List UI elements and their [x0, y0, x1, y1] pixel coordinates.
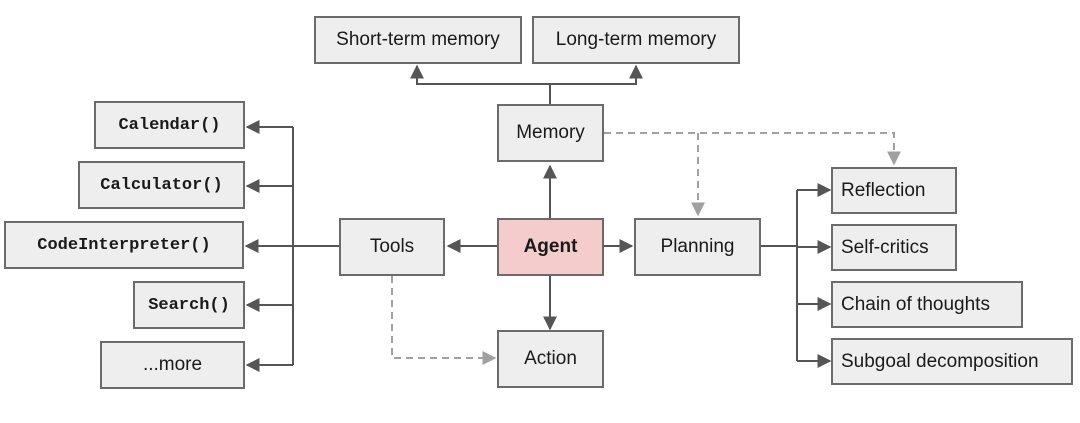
planning-bus-line	[761, 190, 798, 361]
tool-calendar-label: Calendar()	[118, 115, 221, 135]
tools-bus-line	[292, 127, 340, 365]
tool-calculator-label: Calculator()	[100, 175, 223, 195]
memory-to-long-term-arrow	[549, 64, 643, 104]
tool-more-box: ...more	[100, 341, 245, 389]
tool-calculator-box: Calculator()	[78, 161, 245, 209]
planning-box: Planning	[634, 218, 761, 276]
tool-search-box: Search()	[133, 281, 245, 329]
plan-reflection-box: Reflection	[831, 167, 957, 214]
tool-more-label: ...more	[142, 354, 203, 375]
tool-code-interpreter-label: CodeInterpreter()	[37, 235, 211, 255]
tool-code-interpreter-box: CodeInterpreter()	[4, 221, 244, 269]
tools-box: Tools	[339, 218, 445, 276]
tools-to-action-dashed-arrow	[391, 276, 497, 365]
short-term-memory-box: Short-term memory	[314, 16, 522, 64]
agent-label: Agent	[523, 236, 578, 257]
memory-box: Memory	[497, 104, 604, 162]
memory-to-reflection-dashed-arrow	[604, 132, 901, 166]
plan-reflection-label: Reflection	[841, 179, 926, 201]
tool-search-label: Search()	[148, 295, 230, 315]
plan-subgoal-decomposition-box: Subgoal decomposition	[831, 338, 1073, 385]
tools-label: Tools	[369, 236, 415, 257]
memory-to-short-term-arrow	[410, 64, 550, 85]
plan-self-critics-box: Self-critics	[831, 224, 957, 271]
plan-chain-of-thoughts-box: Chain of thoughts	[831, 281, 1023, 328]
agent-box: Agent	[497, 218, 604, 276]
long-term-memory-box: Long-term memory	[532, 16, 740, 64]
action-label: Action	[524, 348, 577, 369]
long-term-memory-label: Long-term memory	[555, 29, 717, 50]
action-box: Action	[497, 330, 604, 388]
memory-label: Memory	[516, 122, 585, 143]
planning-label: Planning	[660, 236, 735, 257]
plan-self-critics-label: Self-critics	[841, 236, 929, 258]
short-term-memory-label: Short-term memory	[336, 29, 500, 50]
plan-chain-of-thoughts-label: Chain of thoughts	[841, 293, 990, 315]
plan-subgoal-decomposition-label: Subgoal decomposition	[841, 350, 1039, 372]
tool-calendar-box: Calendar()	[94, 101, 245, 149]
